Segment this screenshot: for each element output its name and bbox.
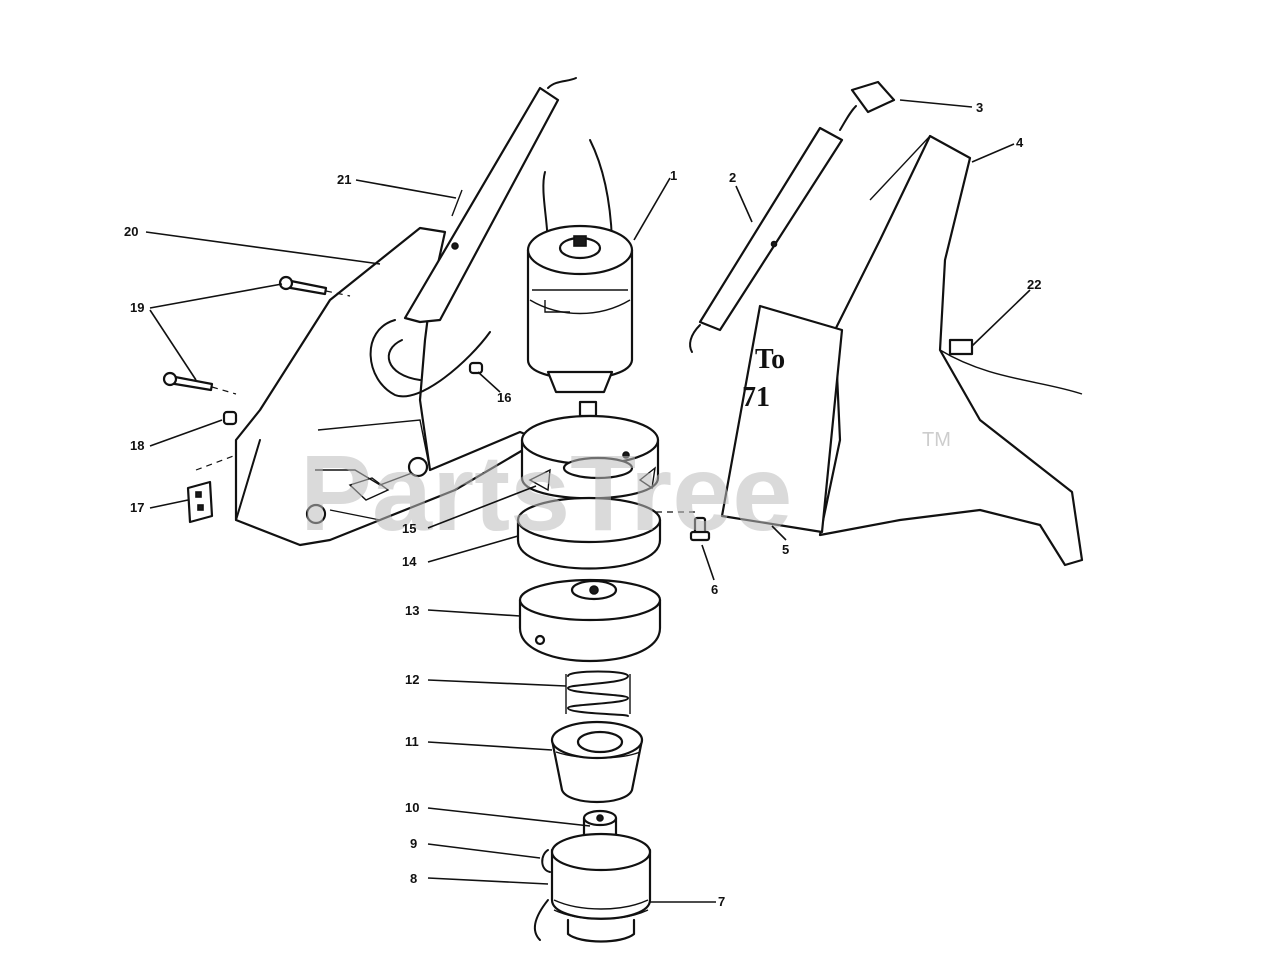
disc-14 [516, 496, 662, 570]
callout-15: 15 [402, 521, 416, 536]
callout-19: 19 [130, 300, 144, 315]
screw-6 [689, 516, 711, 542]
decal-5: To 71 [720, 304, 844, 534]
callout-4: 4 [1016, 135, 1024, 150]
callout-2: 2 [729, 170, 736, 185]
callout-7: 7 [718, 894, 725, 909]
callout-3: 3 [976, 100, 983, 115]
watermark-text: PartsTree [300, 432, 792, 553]
decal-text-top: To [755, 344, 785, 375]
screw-lower [162, 371, 237, 395]
left-housing-half [195, 226, 542, 547]
collar-15 [520, 414, 700, 513]
left-handle-tube [369, 77, 577, 398]
leader-lines [145, 99, 1031, 903]
callout-10: 10 [405, 800, 419, 815]
right-handle-tube [689, 126, 844, 353]
callout-9: 9 [410, 836, 417, 851]
callout-12: 12 [405, 672, 419, 687]
callout-13: 13 [405, 603, 419, 618]
callout-20: 20 [124, 224, 138, 239]
spool-7 [533, 832, 652, 943]
screw-18 [222, 410, 238, 426]
callout-22: 22 [1027, 277, 1041, 292]
spring-12 [565, 670, 631, 717]
callout-8: 8 [410, 871, 417, 886]
trademark-text: TM [922, 429, 951, 451]
right-housing-half [818, 134, 1084, 567]
cap-11 [550, 720, 644, 804]
callout-14: 14 [402, 554, 417, 569]
callout-5: 5 [782, 542, 789, 557]
decal-text-bottom: 71 [742, 382, 770, 413]
callout-17: 17 [130, 500, 144, 515]
callout-11: 11 [405, 734, 419, 749]
callout-16: 16 [497, 390, 511, 405]
motor [526, 139, 634, 447]
callout-1: 1 [670, 168, 677, 183]
callout-21: 21 [337, 172, 351, 187]
plate-17 [186, 480, 214, 524]
screw-16 [468, 361, 484, 375]
spool-housing-13 [518, 578, 662, 663]
callout-18: 18 [130, 438, 144, 453]
callout-6: 6 [711, 582, 718, 597]
screw-upper [278, 275, 351, 297]
plug-3 [839, 80, 896, 131]
callout-labels: 1 2 3 4 5 6 7 8 9 10 11 12 13 14 15 16 1… [124, 100, 1041, 909]
